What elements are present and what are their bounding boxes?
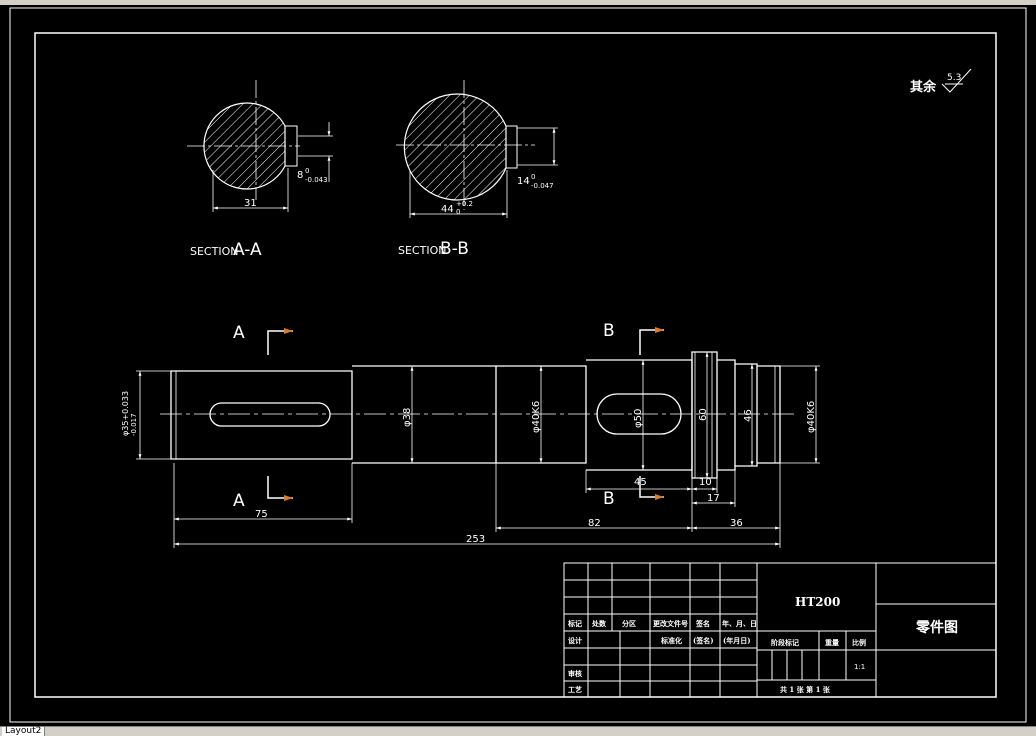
section-b-b-label: B-B <box>440 239 469 259</box>
shaft-segment-46 <box>717 359 736 471</box>
cut-plane-b-top: B <box>603 321 615 341</box>
dim-length-45: 45 <box>634 477 647 488</box>
svg-text:审核: 审核 <box>568 669 582 678</box>
dim-length-75: 75 <box>255 509 268 520</box>
title-block <box>563 562 997 698</box>
dim-d40k6-left: φ40K6 <box>531 401 542 433</box>
drawing-viewport[interactable]: 其余 5.3 31 8 0 -0.043 SECTION A-A 44 +0.2 <box>0 5 1036 726</box>
outer-frame <box>9 7 1027 723</box>
roughness-symbol <box>941 68 972 93</box>
section-b-b-profile <box>403 93 507 201</box>
dim-d38: φ38 <box>402 408 413 427</box>
shaft-segment-35 <box>170 370 353 460</box>
svg-text:年、月、日: 年、月、日 <box>722 619 757 628</box>
svg-text:0: 0 <box>456 208 460 216</box>
shaft-main-view: A A B B φ35+0.033 -0.017 <box>121 321 820 548</box>
svg-text:工艺: 工艺 <box>568 685 582 694</box>
svg-text:标准化: 标准化 <box>660 636 682 645</box>
cad-drawing: 其余 5.3 31 8 0 -0.043 SECTION A-A 44 +0.2 <box>9 7 1027 723</box>
svg-text:-0.047: -0.047 <box>531 182 554 190</box>
svg-text:签名: 签名 <box>695 619 710 628</box>
layout-tab[interactable]: Layout2 <box>2 727 46 736</box>
tb-drawing-name: 零件图 <box>915 619 958 636</box>
dim-length-82: 82 <box>588 518 601 529</box>
tb-scale-value: 1:1 <box>854 663 865 671</box>
dim-d60: 60 <box>698 408 709 421</box>
tb-sheets: 共 1 张 第 1 张 <box>780 685 831 694</box>
svg-text:-0.017: -0.017 <box>130 413 138 436</box>
top-toolbar-edge <box>0 0 1036 5</box>
dim-length-17: 17 <box>707 493 720 504</box>
svg-text:+0.2: +0.2 <box>456 200 473 208</box>
svg-text:-0.043: -0.043 <box>305 176 328 184</box>
section-a-a-label: A-A <box>233 240 262 260</box>
svg-text:更改文件号: 更改文件号 <box>653 619 688 628</box>
section-b-b-key-dim: 14 <box>517 176 530 187</box>
tb-material: HT200 <box>795 595 840 609</box>
svg-text:处数: 处数 <box>591 619 607 628</box>
roughness-prefix: 其余 <box>910 79 937 95</box>
svg-text:比例: 比例 <box>852 638 866 647</box>
dim-d40k6-right: φ40K6 <box>806 401 817 433</box>
shaft-segment-40-right <box>757 365 781 464</box>
cut-plane-a-bottom: A <box>233 491 245 511</box>
tb-design: 设计 <box>568 636 582 645</box>
section-a-a-label-prefix: SECTION <box>190 245 238 258</box>
svg-text:重量: 重量 <box>825 638 839 647</box>
svg-text:分区: 分区 <box>622 619 636 628</box>
shaft-segment-38 <box>352 365 497 464</box>
section-b-b-width-dim: 44 <box>441 204 454 215</box>
dim-length-10: 10 <box>699 477 712 488</box>
section-a-a-width-dim: 31 <box>244 198 257 209</box>
keyway-a <box>209 402 331 427</box>
section-a-a-key-dim: 8 <box>297 170 303 181</box>
section-b-b: 44 +0.2 0 14 0 -0.047 SECTION B-B <box>396 80 558 259</box>
roughness-note: 其余 5.3 <box>910 68 972 95</box>
dim-d35: φ35+0.033 <box>121 391 130 436</box>
svg-text:标记: 标记 <box>567 619 582 628</box>
svg-text:0: 0 <box>305 167 309 175</box>
cut-plane-a-top: A <box>233 323 245 343</box>
layout-tab-bar: Layout2 <box>0 726 1036 736</box>
svg-text:(签名): (签名) <box>693 636 714 645</box>
dim-d46: 46 <box>743 409 754 422</box>
cut-plane-b-bottom: B <box>603 489 615 509</box>
dim-d50: φ50 <box>633 409 644 428</box>
roughness-value: 5.3 <box>947 73 961 83</box>
dim-length-36: 36 <box>730 518 743 529</box>
section-b-b-label-prefix: SECTION <box>398 244 446 257</box>
svg-text:(年月日): (年月日) <box>723 636 751 645</box>
inner-frame <box>34 32 997 698</box>
section-a-a: 31 8 0 -0.043 SECTION A-A <box>187 80 333 260</box>
svg-text:0: 0 <box>531 173 535 181</box>
svg-text:阶段标记: 阶段标记 <box>771 638 799 647</box>
title-block-text: 标记 处数 分区 更改文件号 签名 年、月、日 设计 标准化 (签名) (年月日… <box>567 595 958 694</box>
dim-length-253: 253 <box>466 534 485 545</box>
